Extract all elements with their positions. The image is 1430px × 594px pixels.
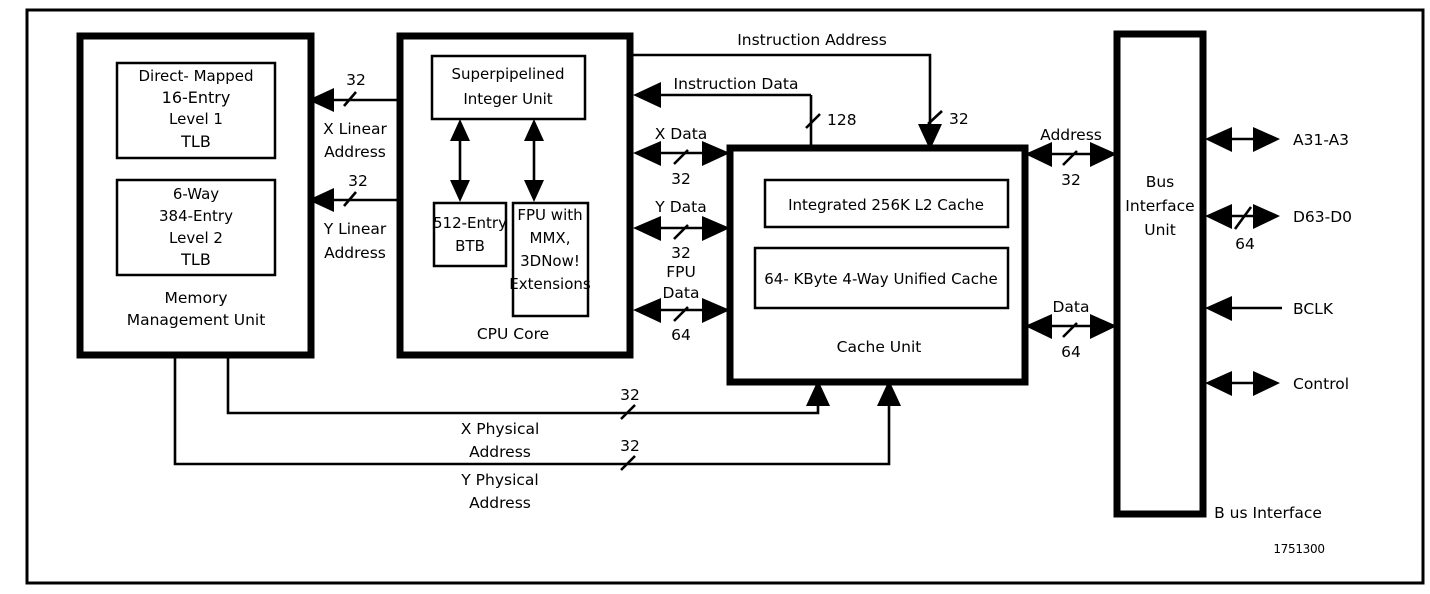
x-data-width: 32 bbox=[671, 170, 691, 188]
x-data-signal: X Data 32 bbox=[633, 125, 730, 188]
tlb2-line3: Level 2 bbox=[169, 229, 223, 247]
tlb2-line2: 384-Entry bbox=[159, 207, 233, 225]
superpipelined-integer-unit-block bbox=[430, 54, 587, 121]
unified-cache-label: 64- KByte 4-Way Unified Cache bbox=[764, 270, 997, 288]
tlb2-line1: 6-Way bbox=[173, 185, 219, 203]
a31-a3-label: A31-A3 bbox=[1293, 131, 1349, 149]
cpu-core-label: CPU Core bbox=[477, 325, 549, 343]
d63-d0-signal: D63-D0 64 bbox=[1205, 204, 1352, 253]
y-physical-address-signal: 32 Y Physical Address bbox=[173, 355, 901, 512]
l2-cache-block bbox=[763, 178, 1010, 229]
bus-interface-unit-block bbox=[1113, 30, 1207, 518]
bclk-label: BCLK bbox=[1293, 300, 1334, 318]
a31-a3-signal: A31-A3 bbox=[1205, 127, 1349, 152]
figure-id-number: 1751300 bbox=[1273, 542, 1324, 556]
y-linear-address-signal: 32 Y Linear Address bbox=[308, 172, 400, 262]
y-physical-label-line2: Address bbox=[469, 494, 531, 512]
bclk-signal: BCLK bbox=[1205, 296, 1334, 321]
x-physical-label-line1: X Physical bbox=[461, 420, 540, 438]
level1-tlb-block bbox=[115, 61, 277, 160]
integer-unit-line1: Superpipelined bbox=[452, 65, 565, 83]
iu-btb-arrow bbox=[450, 119, 470, 202]
biu-label-line3: Unit bbox=[1144, 221, 1176, 239]
iu-fpu-arrow bbox=[524, 119, 544, 202]
y-linear-label-line2: Address bbox=[324, 244, 386, 262]
instruction-address-label: Instruction Address bbox=[737, 31, 887, 49]
cache-unit-label: Cache Unit bbox=[837, 338, 922, 356]
integer-unit-line2: Integer Unit bbox=[463, 90, 552, 108]
tlb1-line3: Level 1 bbox=[169, 110, 223, 128]
instruction-data-signal: 128 Instruction Data bbox=[633, 75, 857, 148]
x-linear-address-signal: 32 X Linear Address bbox=[308, 71, 400, 161]
fpu-line2: MMX, bbox=[530, 229, 571, 247]
x-physical-width: 32 bbox=[620, 386, 640, 404]
control-signal: Control bbox=[1205, 371, 1349, 396]
x-linear-width: 32 bbox=[346, 71, 366, 89]
bus-interface-caption: B us Interface bbox=[1214, 504, 1322, 522]
fpu-data-label-line2: Data bbox=[662, 284, 699, 302]
data-width: 64 bbox=[1061, 343, 1081, 361]
y-data-label: Y Data bbox=[654, 198, 706, 216]
y-linear-width: 32 bbox=[348, 172, 368, 190]
fpu-data-signal: FPU Data 64 bbox=[633, 263, 730, 344]
data-signal: Data 64 bbox=[1025, 298, 1117, 361]
tlb1-line4: TLB bbox=[180, 132, 211, 151]
tlb1-line2: 16-Entry bbox=[162, 88, 231, 107]
fpu-line3: 3DNow! bbox=[520, 252, 580, 270]
fpu-line4: Extensions bbox=[509, 275, 591, 293]
instruction-data-width: 128 bbox=[827, 111, 857, 129]
x-linear-label-line2: Address bbox=[324, 143, 386, 161]
biu-label-line1: Bus bbox=[1146, 173, 1175, 191]
address-signal: Address 32 bbox=[1025, 126, 1117, 189]
tlb2-line4: TLB bbox=[180, 250, 211, 269]
address-label: Address bbox=[1040, 126, 1102, 144]
control-label: Control bbox=[1293, 375, 1349, 393]
y-data-width: 32 bbox=[671, 244, 691, 262]
level2-tlb-block bbox=[115, 178, 277, 277]
x-linear-label-line1: X Linear bbox=[323, 120, 387, 138]
y-physical-width: 32 bbox=[620, 437, 640, 455]
y-physical-label-line1: Y Physical bbox=[460, 471, 538, 489]
fpu-data-label-line1: FPU bbox=[666, 263, 696, 281]
x-data-label: X Data bbox=[655, 125, 708, 143]
d63-d0-width: 64 bbox=[1235, 235, 1255, 253]
x-physical-label-line2: Address bbox=[469, 443, 531, 461]
x-physical-address-signal: 32 X Physical Address bbox=[226, 355, 830, 461]
fpu-line1: FPU with bbox=[517, 206, 582, 224]
y-linear-label-line1: Y Linear bbox=[323, 220, 387, 238]
btb-line2: BTB bbox=[455, 237, 485, 255]
btb-block bbox=[432, 201, 508, 268]
instruction-address-width: 32 bbox=[949, 110, 969, 128]
tlb1-line1: Direct- Mapped bbox=[138, 67, 253, 85]
mmu-label-line2: Management Unit bbox=[127, 311, 266, 329]
l2-cache-label: Integrated 256K L2 Cache bbox=[788, 196, 984, 214]
fpu-block bbox=[511, 201, 590, 318]
btb-line1: 512-Entry bbox=[433, 214, 507, 232]
data-label: Data bbox=[1052, 298, 1089, 316]
unified-cache-block bbox=[753, 246, 1010, 310]
biu-label-line2: Interface bbox=[1125, 197, 1194, 215]
instruction-data-label: Instruction Data bbox=[674, 75, 799, 93]
y-data-signal: Y Data 32 bbox=[633, 198, 730, 262]
fpu-data-width: 64 bbox=[671, 326, 691, 344]
mmu-label-line1: Memory bbox=[164, 289, 227, 307]
instruction-address-signal: 32 Instruction Address bbox=[633, 31, 969, 150]
d63-d0-label: D63-D0 bbox=[1293, 208, 1352, 226]
address-width: 32 bbox=[1061, 171, 1081, 189]
